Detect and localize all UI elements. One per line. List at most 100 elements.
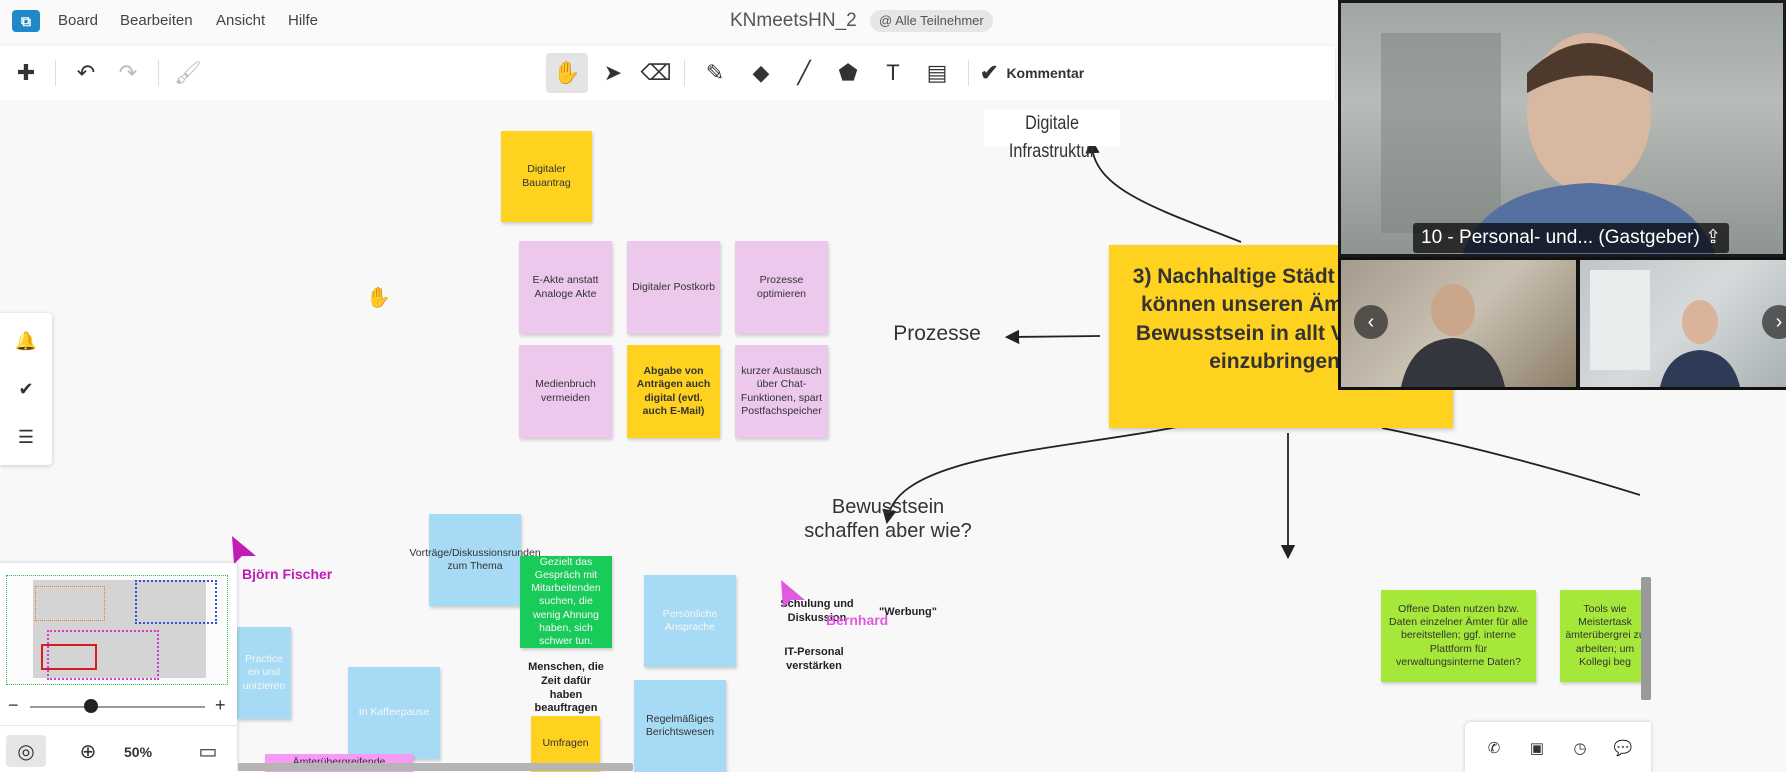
minimap-region — [47, 630, 159, 680]
menu-ansicht[interactable]: Ansicht — [216, 12, 266, 29]
phone-icon[interactable]: ✆ — [1487, 740, 1501, 757]
zoom-out-icon[interactable]: − — [8, 695, 19, 715]
next-video-icon[interactable]: › — [1762, 305, 1786, 339]
line-tool-icon[interactable]: ╱ — [797, 60, 811, 85]
connector-arrows — [882, 138, 1641, 560]
redo-icon[interactable]: ↷ — [118, 60, 138, 85]
video-caption-text: 10 - Personal- und... (Gastgeber) — [1421, 227, 1700, 248]
participants-badge[interactable]: @ Alle Teilnehmer — [870, 10, 993, 32]
sticky-note[interactable]: Gezielt das Gespräch mit Mitarbeitenden … — [520, 556, 612, 648]
comment-label: Kommentar — [1006, 65, 1085, 81]
arrow-bewusstsein — [882, 426, 1178, 525]
presentation-icon[interactable]: ▭ — [198, 740, 218, 763]
text-werbung[interactable]: "Werbung" — [879, 606, 937, 618]
sticky-note[interactable]: Regelmäßiges Berichtswesen — [634, 680, 726, 772]
check-icon[interactable]: ✔ — [18, 378, 34, 399]
thumbnail-participant — [1590, 270, 1740, 387]
text-it-personal[interactable]: IT-Personal verstärken — [784, 646, 844, 672]
select-tool-icon[interactable]: ➤ — [603, 60, 623, 85]
arrow-infrastruktur — [1085, 138, 1242, 243]
text-tool-icon[interactable]: T — [886, 60, 900, 85]
menu-board[interactable]: Board — [58, 12, 99, 29]
list-icon[interactable]: ☰ — [17, 426, 35, 447]
text-menschen[interactable]: Menschen, die Zeit dafür haben beauftrag… — [528, 661, 604, 715]
sticky-note[interactable]: Persönliche Ansprache — [644, 575, 736, 667]
compass-icon[interactable]: ◎ — [6, 735, 46, 767]
timer-icon[interactable]: ◷ — [1573, 740, 1587, 757]
shapes-tool-icon[interactable]: ⬟ — [838, 60, 858, 85]
minimap-controls: ◎ ⊕ 50% ▭ — [0, 725, 237, 772]
sticky-note[interactable]: Vorträge/Diskussionsrunden zum Thema — [409, 514, 541, 606]
sticky-note[interactable]: Umfragen — [531, 716, 600, 772]
toolbar-separator — [158, 60, 159, 86]
add-icon[interactable]: ✚ — [16, 60, 36, 85]
zoom-level[interactable]: 50% — [124, 744, 153, 760]
user-label-bernhard: Bernhard — [826, 612, 889, 628]
label-bewusstsein[interactable]: Bewusstsein schaffen aber wie? — [804, 496, 972, 542]
left-side-panel: 🔔 ✔ ☰ — [0, 313, 52, 465]
sticky-note[interactable]: Abgabe von Anträgen auch digital (evtl. … — [627, 345, 720, 438]
label-digitale-infrastruktur[interactable]: Digitale Infrastruktur — [984, 110, 1120, 162]
format-paint-icon[interactable]: 🖌 — [174, 60, 202, 85]
arrow-prozesse — [1004, 329, 1101, 345]
minimap-region — [135, 580, 217, 624]
sticky-note[interactable]: Digitaler Postkorb — [627, 241, 720, 334]
presenter-icon[interactable]: ▣ — [1529, 740, 1545, 757]
video-main-tile[interactable]: 10 - Personal- und... (Gastgeber) ⇪ — [1338, 0, 1786, 257]
video-thumbnails: ‹ › — [1338, 257, 1786, 390]
menu-hilfe[interactable]: Hilfe — [288, 12, 319, 29]
user-label-bjoern: Björn Fischer — [242, 566, 333, 582]
sticky-note[interactable]: Medienbruch vermeiden — [519, 345, 612, 438]
sticky-note[interactable]: Offene Daten nutzen bzw. Daten einzelner… — [1381, 590, 1536, 682]
zoom-slider-knob[interactable] — [84, 699, 98, 713]
menu-bearbeiten[interactable]: Bearbeiten — [120, 12, 193, 29]
chat-icon[interactable]: 💬 — [1613, 740, 1633, 757]
sticky-note[interactable]: Practice en und unizieren — [237, 627, 291, 719]
pen-tool-icon[interactable]: ✎ — [705, 60, 725, 85]
zoom-magnifier-icon[interactable]: ⊕ — [79, 740, 97, 763]
user-cursor-icon — [781, 580, 805, 608]
user-cursor-icon — [232, 536, 256, 564]
zoom-in-icon[interactable]: + — [215, 695, 226, 715]
minimap-region — [41, 644, 97, 670]
bell-icon[interactable]: 🔔 — [14, 330, 38, 351]
app-logo-icon[interactable]: ⧉ — [12, 10, 40, 32]
toolbar-separator — [684, 60, 685, 86]
label-prozesse[interactable]: Prozesse — [893, 322, 981, 345]
prev-video-icon[interactable]: ‹ — [1354, 305, 1388, 339]
sticky-note[interactable]: Tools wie Meistertask ämterübergrei zu a… — [1560, 590, 1650, 682]
comment-button[interactable]: ✔ Kommentar — [980, 53, 1084, 93]
undo-icon[interactable]: ↶ — [76, 60, 96, 85]
board-title: KNmeetsHN_2 — [730, 10, 857, 31]
sticky-note[interactable]: E-Akte anstatt Analoge Akte — [519, 241, 612, 334]
sticky-note[interactable]: In Kaffeepause — [348, 667, 440, 759]
hand-cursor-icon: ✋ — [366, 287, 391, 309]
minimap: − + ◎ ⊕ 50% ▭ — [0, 563, 237, 772]
video-thumbnail[interactable] — [1580, 260, 1786, 387]
toolbar-separator — [55, 60, 56, 86]
eraser-icon[interactable]: ⌫ — [640, 60, 672, 85]
minimap-board-preview — [33, 580, 206, 678]
sticky-note[interactable]: Prozesse optimieren — [735, 241, 828, 334]
video-participant-silhouette — [1381, 33, 1716, 254]
video-thumbnail[interactable] — [1341, 260, 1576, 387]
video-caption: 10 - Personal- und... (Gastgeber) ⇪ — [1413, 223, 1730, 253]
sticky-note[interactable]: kurzer Austausch über Chat-Funktionen, s… — [735, 345, 828, 438]
text-schulung[interactable]: Schulung und Diskussion — [780, 598, 854, 624]
sticky-note-icon[interactable]: ▤ — [926, 60, 948, 85]
communication-dock: ✆ ▣ ◷ 💬 — [1465, 722, 1651, 772]
thumbnail-participant — [1401, 284, 1505, 387]
horizontal-scrollbar[interactable] — [238, 763, 633, 771]
marker-tool-icon[interactable]: ◆ — [752, 60, 770, 85]
share-screen-icon[interactable]: ⇪ — [1705, 227, 1722, 248]
toolbar: ✚ ↶ ↷ 🖌 ✋ ➤ ⌫ ✎ ◆ ╱ ⬟ T ▤ ✔ Kommentar — [0, 46, 1335, 100]
toolbar-separator — [968, 60, 969, 86]
minimap-region — [35, 586, 105, 621]
comment-icon: ✔ — [980, 60, 999, 85]
hand-tool-icon[interactable]: ✋ — [546, 53, 588, 93]
vertical-scrollbar[interactable] — [1641, 577, 1651, 700]
zoom-slider[interactable] — [30, 706, 205, 708]
arrow-right — [1381, 427, 1641, 496]
minimap-viewport[interactable] — [6, 575, 228, 685]
sticky-note[interactable]: Digitaler Bauantrag — [501, 131, 592, 222]
